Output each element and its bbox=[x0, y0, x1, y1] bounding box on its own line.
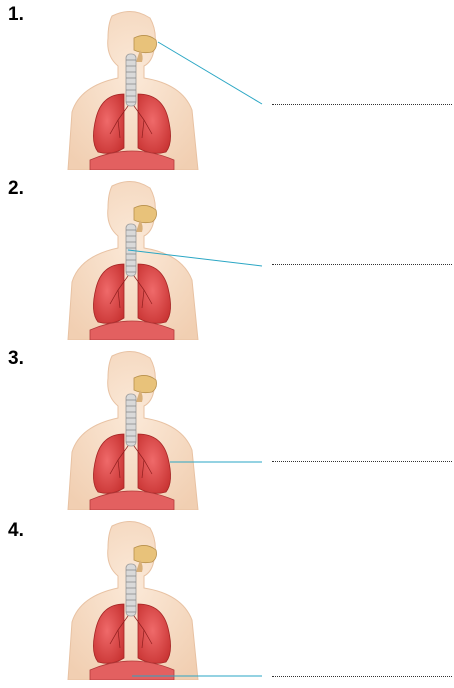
respiratory-illustration-4 bbox=[62, 520, 202, 680]
answer-line-3[interactable] bbox=[272, 461, 452, 462]
item-number-4: 4. bbox=[8, 520, 24, 542]
answer-line-4[interactable] bbox=[272, 676, 452, 677]
respiratory-illustration-3 bbox=[62, 350, 202, 510]
item-number-3: 3. bbox=[8, 348, 24, 370]
item-number-2: 2. bbox=[8, 178, 24, 200]
respiratory-illustration-2 bbox=[62, 180, 202, 340]
respiratory-illustration-1 bbox=[62, 10, 202, 170]
answer-line-2[interactable] bbox=[272, 264, 452, 265]
item-number-1: 1. bbox=[8, 4, 24, 26]
answer-line-1[interactable] bbox=[272, 104, 452, 105]
